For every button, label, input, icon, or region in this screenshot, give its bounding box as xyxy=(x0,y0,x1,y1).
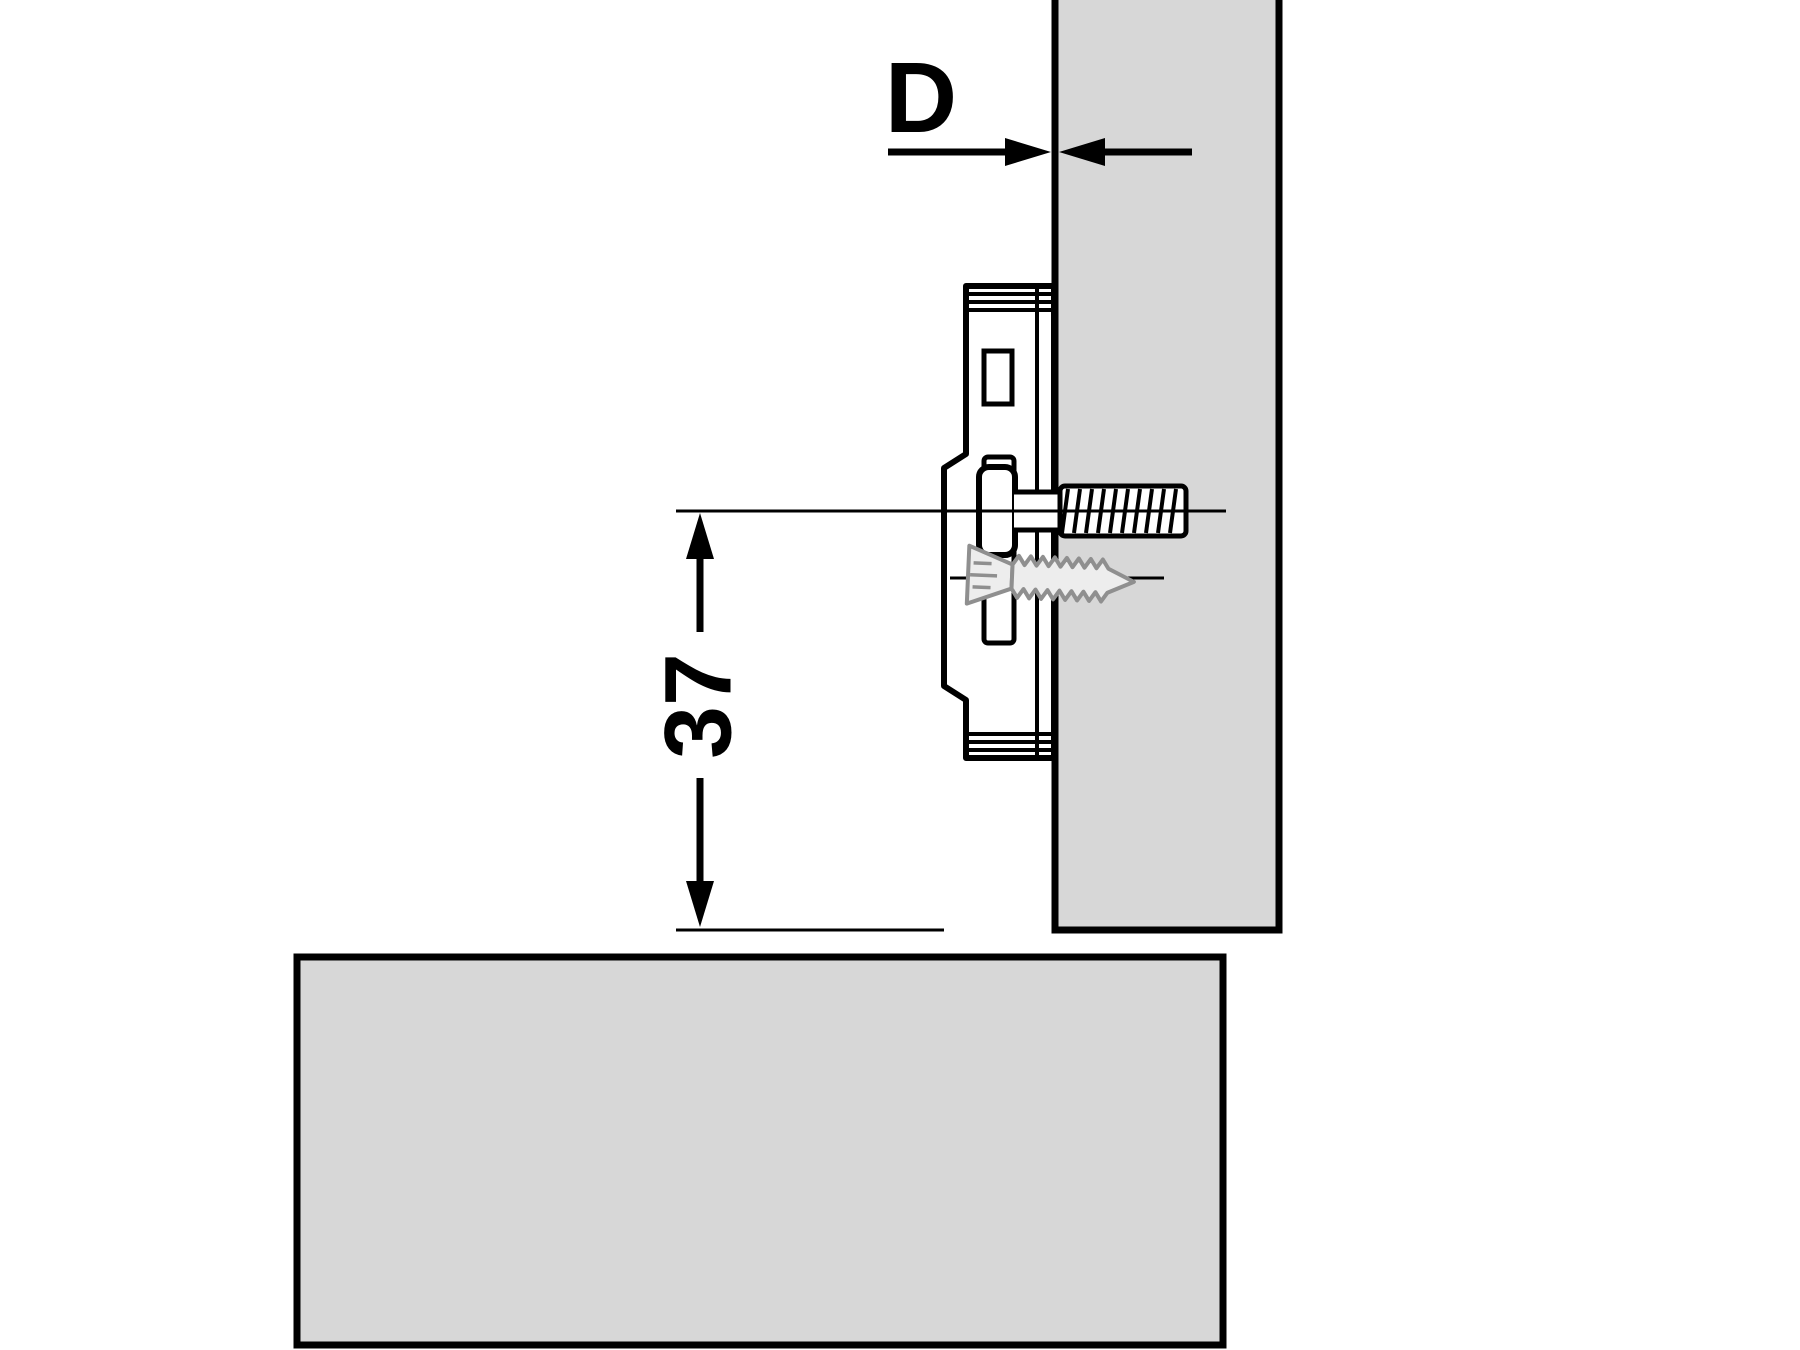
dimension-37-label: 37 xyxy=(645,653,751,759)
dimension-d-label: D xyxy=(885,42,957,154)
cabinet-side-panel xyxy=(1051,0,1283,934)
dimension-d-right-arrowhead xyxy=(1059,138,1105,166)
dimension-37-top-arrowhead xyxy=(686,513,714,559)
mounting-plate-square-hole xyxy=(981,348,1015,407)
dimension-37-bottom-arrowhead xyxy=(686,881,714,927)
side-panel-section xyxy=(1051,0,1283,934)
dimension-37: 37 xyxy=(645,513,944,932)
cabinet-front-panel xyxy=(293,953,1227,1349)
mounting-plate-bottom-hatching xyxy=(969,732,1051,752)
wood-screw-ghost xyxy=(964,543,1136,606)
wood-screw-recess-marks xyxy=(969,561,998,590)
mounting-plate-top-hatching xyxy=(969,292,1051,312)
wood-screw-thread xyxy=(1009,553,1136,604)
dimension-d: D xyxy=(885,42,1192,166)
front-panel-section xyxy=(293,953,1227,1349)
dimension-d-left-arrowhead xyxy=(1005,138,1051,166)
